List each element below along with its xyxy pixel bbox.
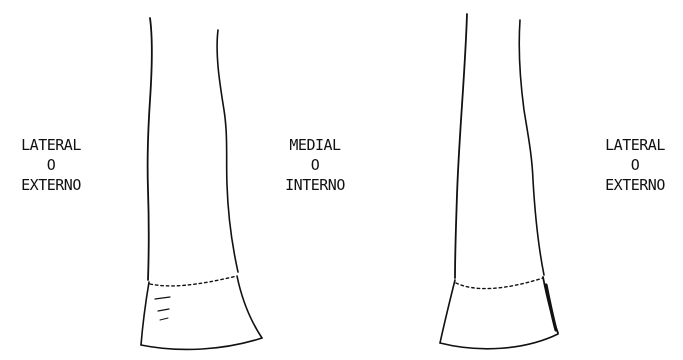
left-limb-hoof-mark-2 <box>158 309 169 311</box>
left-label-line-3: EXTERNO <box>6 175 96 195</box>
right-limb-hoof-sole <box>440 334 558 349</box>
middle-label-line-2: O <box>270 155 360 175</box>
right-label-line-2: O <box>590 155 680 175</box>
right-limb-drawing <box>440 14 558 349</box>
left-limb-right-edge <box>217 30 238 272</box>
right-label-line-1: LATERAL <box>590 135 680 155</box>
left-limb-hoof-mark-1 <box>155 297 170 299</box>
right-limb-hoof-shading <box>546 285 556 330</box>
left-label-line-2: O <box>6 155 96 175</box>
right-limb-hoof-left <box>440 280 455 343</box>
middle-label-line-1: MEDIAL <box>270 135 360 155</box>
right-label-lateral-externo: LATERAL O EXTERNO <box>590 135 680 195</box>
left-limb-hoof-mark-3 <box>160 318 168 320</box>
left-label-lateral-externo: LATERAL O EXTERNO <box>6 135 96 195</box>
left-limb-drawing <box>141 18 262 349</box>
right-limb-right-edge <box>519 20 544 275</box>
left-label-line-1: LATERAL <box>6 135 96 155</box>
left-limb-hoof-sole <box>141 338 262 349</box>
middle-label-medial-interno: MEDIAL O INTERNO <box>270 135 360 195</box>
left-limb-hoof-left <box>141 282 149 345</box>
right-label-line-3: EXTERNO <box>590 175 680 195</box>
left-limb-hoof-right <box>237 276 262 338</box>
middle-label-line-3: INTERNO <box>270 175 360 195</box>
left-limb-coronet-line <box>150 276 237 286</box>
left-limb-left-edge <box>148 18 152 280</box>
right-limb-coronet-line <box>456 278 543 289</box>
right-limb-left-edge <box>455 14 467 278</box>
